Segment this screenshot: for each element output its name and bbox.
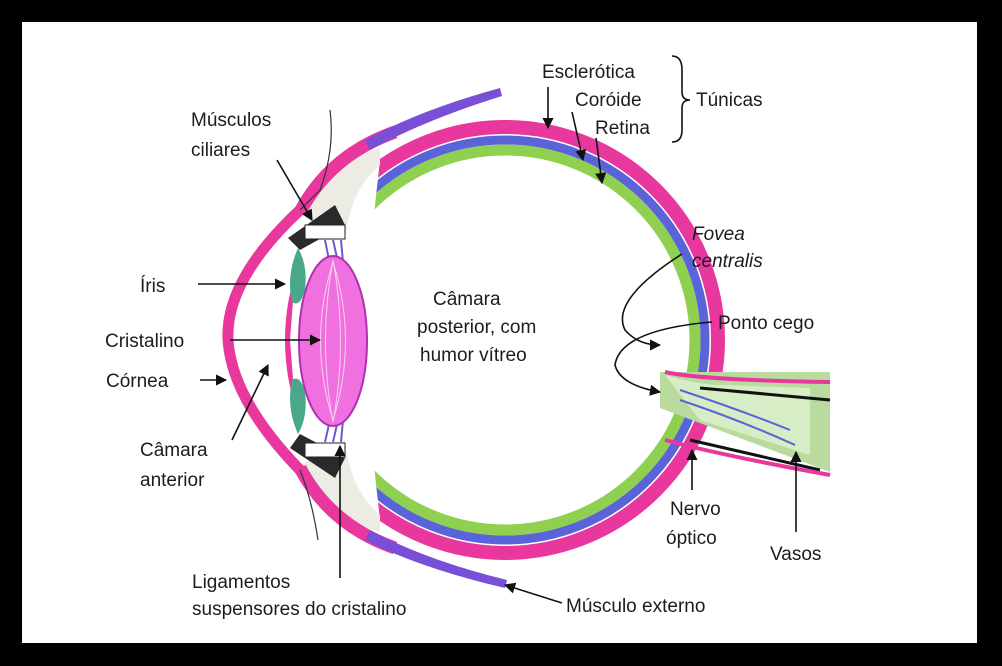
- label-cristalino: Cristalino: [105, 331, 184, 352]
- label-camara-posterior-2: posterior, com: [417, 317, 536, 338]
- label-musculos-ciliares-1: Músculos: [191, 110, 271, 131]
- tunicas-brace: [672, 56, 690, 142]
- eye-anatomy-diagram: Músculos ciliares Íris Cristalino Córnea…: [22, 22, 977, 643]
- label-ligamentos-2: suspensores do cristalino: [192, 599, 406, 620]
- lens: [299, 256, 367, 426]
- label-esclerotica: Esclerótica: [542, 62, 635, 83]
- label-coroide: Coróide: [575, 90, 642, 111]
- label-camara-posterior-1: Câmara: [433, 289, 501, 310]
- label-camara-anterior-2: anterior: [140, 470, 205, 491]
- label-musculo-externo: Músculo externo: [566, 596, 705, 617]
- label-cornea: Córnea: [106, 371, 169, 392]
- label-fovea-1: Fovea: [692, 224, 745, 245]
- label-musculos-ciliares-2: ciliares: [191, 140, 250, 161]
- label-iris: Íris: [140, 276, 165, 297]
- label-nervo-1: Nervo: [670, 499, 721, 520]
- arrow-musculo-externo: [505, 585, 562, 603]
- label-tunicas: Túnicas: [696, 90, 763, 111]
- label-ponto-cego: Ponto cego: [718, 313, 814, 334]
- label-vasos: Vasos: [770, 544, 821, 565]
- label-ligamentos-1: Ligamentos: [192, 572, 290, 593]
- label-camara-anterior-1: Câmara: [140, 440, 208, 461]
- label-nervo-2: óptico: [666, 528, 717, 549]
- label-retina: Retina: [595, 118, 650, 139]
- label-camara-posterior-3: humor vítreo: [420, 345, 527, 366]
- label-fovea-2: centralis: [692, 251, 763, 272]
- diagram-canvas: Músculos ciliares Íris Cristalino Córnea…: [22, 22, 977, 643]
